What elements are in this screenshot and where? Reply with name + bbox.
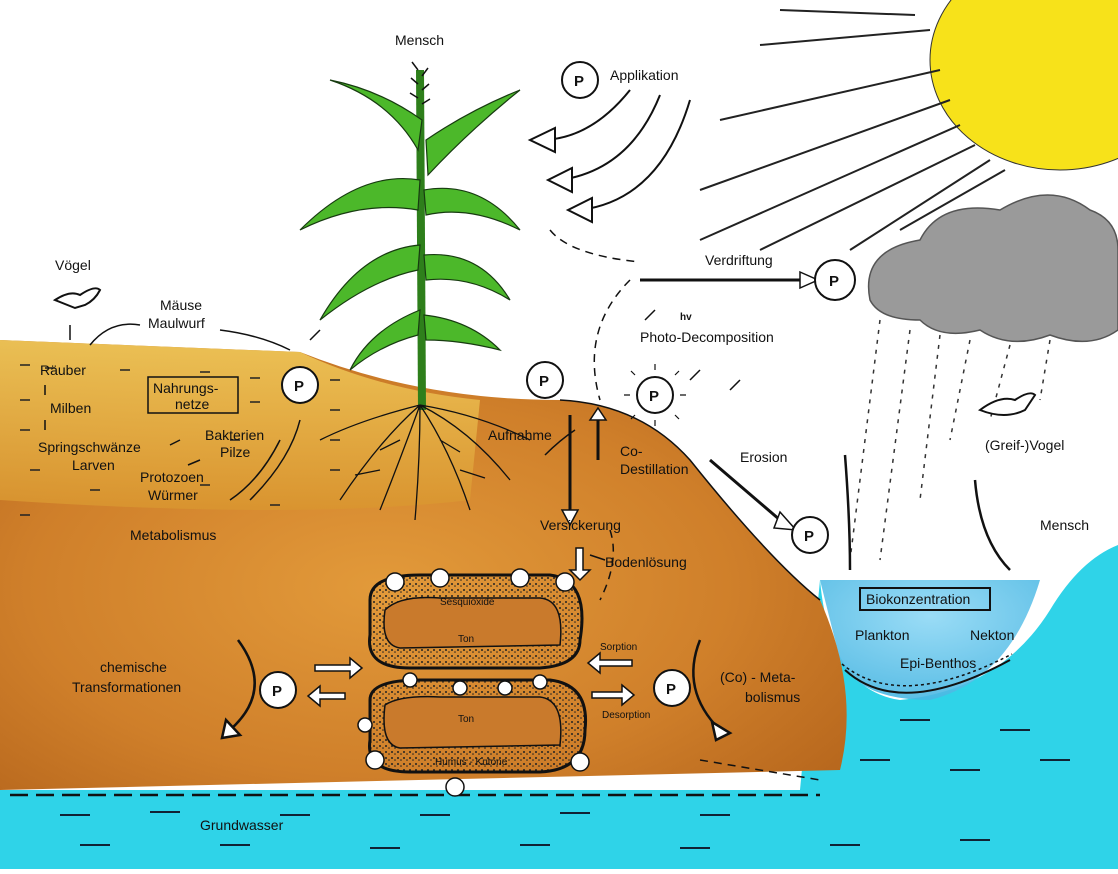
- label-sorption: Sorption: [600, 642, 637, 653]
- label-raeuber: Räuber: [40, 362, 86, 378]
- label-epibenthos: Epi-Benthos: [900, 655, 976, 671]
- label-erosion: Erosion: [740, 449, 787, 465]
- label-protozoen: Protozoen: [140, 469, 204, 485]
- label-chem2: Transformationen: [72, 679, 181, 695]
- label-maeuse: Mäuse: [160, 297, 202, 313]
- label-wuermer: Würmer: [148, 487, 198, 503]
- label-maulwurf: Maulwurf: [148, 315, 205, 331]
- label-sesqui: Sesquioxide: [440, 597, 495, 608]
- label-chem1: chemische: [100, 659, 167, 675]
- p-label: P: [804, 528, 814, 545]
- label-nahrung1: Nahrungs-: [153, 380, 219, 396]
- label-photo: Photo-Decomposition: [640, 329, 774, 345]
- p-label: P: [272, 683, 282, 700]
- label-aufnahme: Aufnahme: [488, 427, 552, 443]
- label-co1: Co-: [620, 443, 643, 459]
- label-metabolismus: Metabolismus: [130, 527, 216, 543]
- label-verdriftung: Verdriftung: [705, 252, 773, 268]
- application-arrows: [530, 90, 690, 222]
- p-label: P: [294, 378, 304, 395]
- label-voegel: Vögel: [55, 257, 91, 273]
- label-larven: Larven: [72, 457, 115, 473]
- p-label: P: [666, 681, 676, 698]
- label-desorption: Desorption: [602, 710, 650, 721]
- label-bakterien: Bakterien: [205, 427, 264, 443]
- maize-plant: [300, 62, 520, 410]
- label-mensch-right: Mensch: [1040, 517, 1089, 533]
- label-springschwaenze: Springschwänze: [38, 439, 141, 455]
- label-co2: Destillation: [620, 461, 688, 477]
- label-nekton: Nekton: [970, 627, 1014, 643]
- label-ton1: Ton: [458, 634, 474, 645]
- label-cometa2: bolismus: [745, 689, 800, 705]
- p-label: P: [829, 273, 839, 290]
- label-milben: Milben: [50, 400, 91, 416]
- label-plankton: Plankton: [855, 627, 909, 643]
- cloud: [850, 195, 1118, 560]
- p-label: P: [539, 373, 549, 390]
- label-nahrung2: netze: [175, 396, 209, 412]
- label-mensch-top: Mensch: [395, 32, 444, 48]
- label-grundwasser: Grundwasser: [200, 817, 284, 833]
- label-ton2: Ton: [458, 714, 474, 725]
- label-greif: (Greif-)Vogel: [985, 437, 1064, 453]
- p-label: P: [649, 388, 659, 405]
- label-pilze: Pilze: [220, 444, 251, 460]
- label-versickerung: Versickerung: [540, 517, 621, 533]
- label-biokonzentration: Biokonzentration: [866, 591, 970, 607]
- label-bodenloesung: Bodenlösung: [605, 554, 687, 570]
- label-applikation: Applikation: [610, 67, 679, 83]
- label-cometa1: (Co) - Meta-: [720, 669, 796, 685]
- label-humus: Humus - Kutone: [435, 757, 508, 768]
- label-hv: hv: [680, 312, 692, 323]
- p-label: P: [574, 73, 584, 90]
